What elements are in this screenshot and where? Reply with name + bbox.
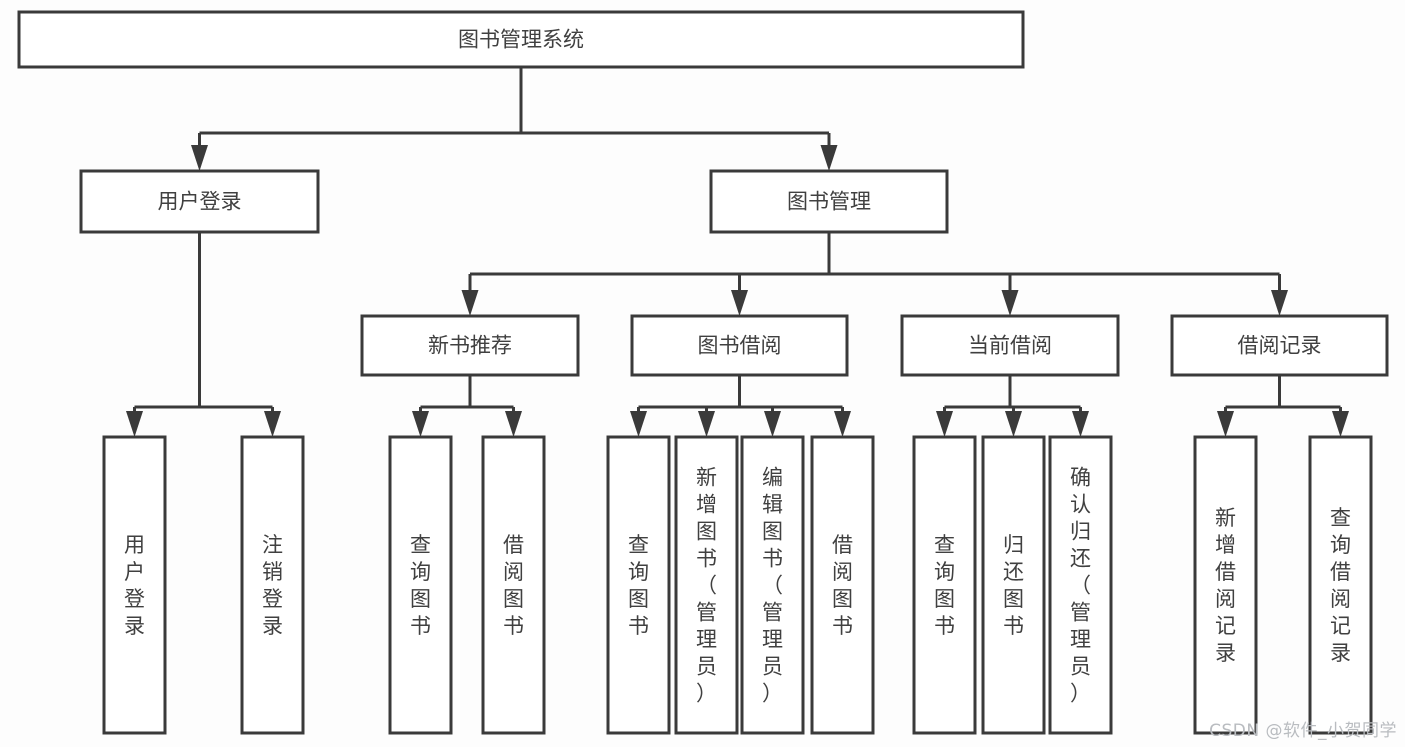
- node-box-leaf-confirm-return: [1048, 435, 1113, 735]
- nodes-layer: 图书管理系统用户登录图书管理新书推荐图书借阅当前借阅借阅记录用户登录注销登录查询…: [17, 10, 1389, 735]
- node-box-leaf-user-login: [102, 435, 167, 735]
- node-leaf-query-record[interactable]: 查询借阅记录: [1308, 435, 1373, 735]
- node-current-borrow[interactable]: 当前借阅: [900, 314, 1120, 377]
- node-box-leaf-user-logout: [240, 435, 305, 735]
- node-book-borrow[interactable]: 图书借阅: [630, 314, 849, 377]
- node-leaf-edit-book[interactable]: 编辑图书（管理员）: [740, 435, 805, 735]
- node-box-leaf-add-record: [1193, 435, 1258, 735]
- node-label-new-book-rec: 新书推荐: [428, 334, 512, 358]
- node-label-book-manage: 图书管理: [787, 190, 871, 214]
- node-label-leaf-add-record: 新增借阅记录: [1215, 506, 1236, 665]
- node-box-new-book-rec: [360, 314, 580, 377]
- node-box-leaf-query-book-bor: [606, 435, 671, 735]
- node-label-root: 图书管理系统: [458, 28, 584, 52]
- node-box-leaf-borrow-book-rec: [481, 435, 546, 735]
- node-box-current-borrow: [900, 314, 1120, 377]
- node-box-book-manage: [709, 169, 949, 234]
- node-box-leaf-query-book-rec: [388, 435, 453, 735]
- node-label-borrow-record: 借阅记录: [1238, 334, 1322, 358]
- node-leaf-user-login[interactable]: 用户登录: [102, 435, 167, 735]
- node-user-login[interactable]: 用户登录: [79, 169, 320, 234]
- arrowhead-icon-leaf-confirm-return: [1072, 411, 1089, 437]
- node-label-leaf-return-book: 归还图书: [1003, 533, 1024, 638]
- node-box-leaf-edit-book: [740, 435, 805, 735]
- arrowhead-icon-new-book-rec: [461, 290, 479, 316]
- node-box-root: [17, 10, 1025, 69]
- node-leaf-add-record[interactable]: 新增借阅记录: [1193, 435, 1258, 735]
- arrowhead-icon-book-borrow: [731, 290, 748, 316]
- node-borrow-record[interactable]: 借阅记录: [1170, 314, 1389, 377]
- node-leaf-query-book-cur[interactable]: 查询图书: [912, 435, 977, 735]
- arrowhead-icon-user-login: [191, 145, 208, 171]
- arrowhead-icon-leaf-add-record: [1217, 411, 1234, 437]
- node-box-leaf-query-record: [1308, 435, 1373, 735]
- node-label-leaf-borrow-book-rec: 借阅图书: [503, 533, 524, 638]
- arrowhead-icon-leaf-query-book-bor: [630, 411, 647, 437]
- node-new-book-rec[interactable]: 新书推荐: [360, 314, 580, 377]
- node-book-manage[interactable]: 图书管理: [709, 169, 949, 234]
- node-leaf-query-book-rec[interactable]: 查询图书: [388, 435, 453, 735]
- node-box-leaf-borrow-book-bor: [810, 435, 875, 735]
- node-box-leaf-query-book-cur: [912, 435, 977, 735]
- node-leaf-user-logout[interactable]: 注销登录: [240, 435, 305, 735]
- node-label-book-borrow: 图书借阅: [698, 334, 782, 358]
- arrowhead-icon-leaf-borrow-book-bor: [834, 411, 851, 437]
- node-box-user-login: [79, 169, 320, 234]
- node-label-user-login: 用户登录: [158, 190, 242, 214]
- node-root[interactable]: 图书管理系统: [17, 10, 1025, 69]
- node-label-leaf-user-logout: 注销登录: [262, 533, 283, 638]
- node-box-book-borrow: [630, 314, 849, 377]
- node-leaf-borrow-book-bor[interactable]: 借阅图书: [810, 435, 875, 735]
- arrowhead-icon-leaf-user-login: [126, 411, 143, 437]
- node-label-leaf-query-book-rec: 查询图书: [410, 533, 431, 638]
- node-leaf-query-book-bor[interactable]: 查询图书: [606, 435, 671, 735]
- node-label-leaf-query-book-bor: 查询图书: [628, 533, 649, 638]
- edges-layer: [126, 67, 1349, 437]
- node-leaf-return-book[interactable]: 归还图书: [981, 435, 1046, 735]
- node-label-leaf-add-book: 新增图书（管理员）: [696, 466, 717, 706]
- node-box-borrow-record: [1170, 314, 1389, 377]
- node-box-leaf-return-book: [981, 435, 1046, 735]
- node-label-leaf-borrow-book-bor: 借阅图书: [832, 533, 853, 638]
- arrowhead-icon-leaf-edit-book: [764, 411, 781, 437]
- node-label-current-borrow: 当前借阅: [968, 334, 1052, 358]
- arrowhead-icon-leaf-return-book: [1005, 411, 1022, 437]
- arrowhead-icon-leaf-query-book-cur: [936, 411, 953, 437]
- node-label-leaf-query-record: 查询借阅记录: [1330, 506, 1351, 665]
- arrowhead-icon-leaf-user-logout: [264, 411, 281, 437]
- arrowhead-icon-leaf-query-record: [1332, 411, 1349, 437]
- arrowhead-icon-current-borrow: [1001, 290, 1019, 316]
- arrowhead-icon-borrow-record: [1271, 290, 1288, 316]
- node-leaf-add-book[interactable]: 新增图书（管理员）: [674, 435, 739, 735]
- node-label-leaf-edit-book: 编辑图书（管理员）: [762, 466, 783, 706]
- node-label-leaf-query-book-cur: 查询图书: [934, 533, 955, 638]
- arrowhead-icon-book-manage: [820, 145, 838, 171]
- node-leaf-confirm-return[interactable]: 确认归还（管理员）: [1048, 435, 1113, 735]
- arrowhead-icon-leaf-add-book: [698, 411, 715, 437]
- node-label-leaf-confirm-return: 确认归还（管理员）: [1070, 466, 1091, 706]
- node-leaf-borrow-book-rec[interactable]: 借阅图书: [481, 435, 546, 735]
- node-box-leaf-add-book: [674, 435, 739, 735]
- arrowhead-icon-leaf-query-book-rec: [412, 411, 429, 437]
- arrowhead-icon-leaf-borrow-book-rec: [505, 411, 522, 437]
- node-label-leaf-user-login: 用户登录: [124, 533, 145, 638]
